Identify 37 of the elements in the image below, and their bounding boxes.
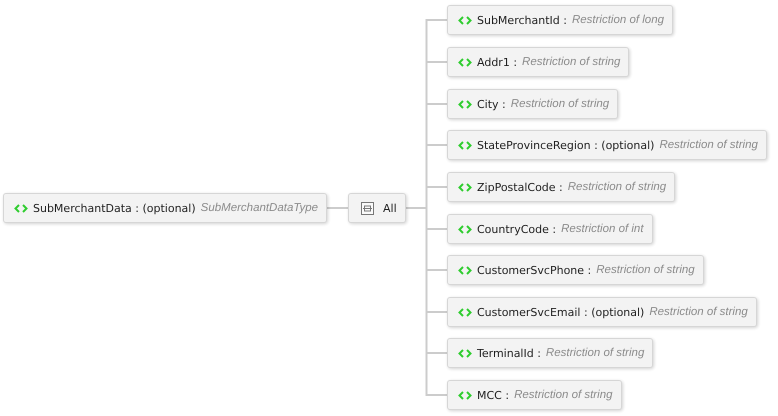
element-box: [447, 5, 673, 35]
element-name: CustomerSvcPhone :: [477, 264, 592, 276]
type-label: SubMerchantDataType: [200, 202, 318, 214]
element-name: Addr1 :: [477, 56, 518, 68]
element-box: [447, 172, 676, 202]
element-name: CustomerSvcEmail : (optional): [477, 306, 644, 318]
element-box: [447, 89, 618, 119]
element-box: [447, 47, 630, 77]
type-label: Restriction of string: [514, 389, 612, 401]
type-label: Restriction of string: [659, 139, 758, 151]
type-label: Restriction of string: [546, 347, 644, 359]
element-name: SubMerchantData : (optional): [33, 202, 196, 214]
element-name: MCC :: [477, 388, 510, 402]
element-box: [447, 255, 704, 285]
type-label: Restriction of string: [510, 98, 610, 110]
element-name: TerminalId :: [477, 346, 541, 360]
element-name: City :: [477, 98, 506, 110]
element-name: StateProvinceRegion : (optional): [477, 138, 654, 152]
element-name: CountryCode :: [477, 222, 556, 236]
element-box: [447, 380, 622, 410]
type-label: Restriction of long: [572, 14, 664, 26]
element-name: ZipPostalCode :: [477, 180, 563, 194]
element-box: [447, 297, 757, 327]
type-label: Restriction of string: [596, 264, 695, 276]
connector-line: [327, 207, 348, 209]
element-box: [447, 338, 654, 368]
element-name: SubMerchantId :: [477, 14, 567, 26]
element-name: All: [383, 202, 397, 214]
compositor-box: [348, 193, 406, 223]
type-label: Restriction of string: [522, 56, 620, 68]
type-label: Restriction of string: [568, 181, 666, 193]
connector-line: [406, 207, 447, 396]
type-label: Restriction of int: [561, 223, 644, 235]
element-box: [3, 193, 328, 223]
element-box: [447, 130, 767, 160]
element-box: [447, 214, 653, 244]
type-label: Restriction of string: [649, 306, 748, 318]
